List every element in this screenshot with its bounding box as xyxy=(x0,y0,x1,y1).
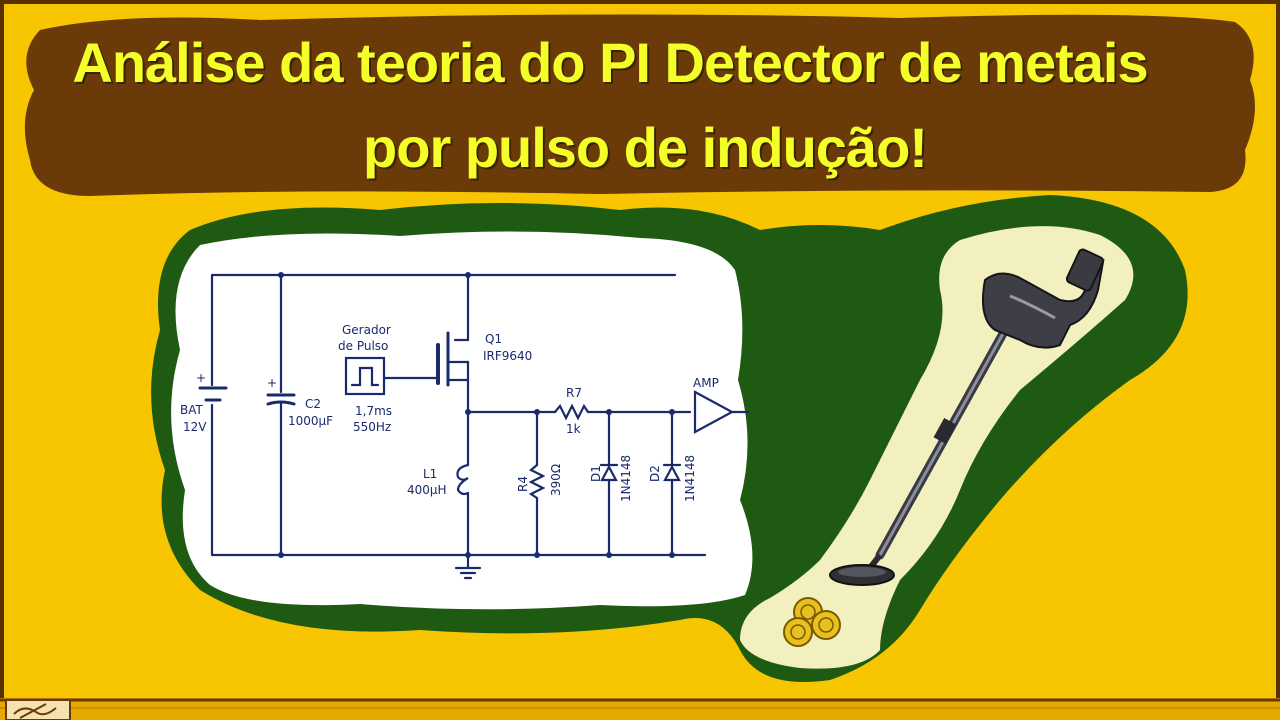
gen-time: 1,7ms xyxy=(355,404,392,418)
d2-label: D2 xyxy=(648,465,662,482)
schematic-panel xyxy=(171,231,753,610)
amp-label: AMP xyxy=(693,376,719,390)
r4-label: R4 xyxy=(516,476,530,492)
inductor-l1 xyxy=(456,463,470,496)
q1-label: Q1 xyxy=(485,332,502,346)
pulse-generator xyxy=(344,356,386,396)
pencil-icon xyxy=(5,699,71,720)
bat-label: BAT xyxy=(180,403,204,417)
gen-label-1: Gerador xyxy=(342,323,391,337)
c2-value: 1000μF xyxy=(288,414,333,428)
metal-detector-icon xyxy=(829,248,1105,586)
l1-label: L1 xyxy=(423,467,437,481)
l1-value: 400μH xyxy=(407,483,447,497)
c2-label: C2 xyxy=(305,397,321,411)
bottom-strip xyxy=(0,698,1280,720)
schematic xyxy=(198,273,750,580)
d1-label: D1 xyxy=(589,465,603,482)
junction-dots xyxy=(278,272,675,558)
gen-freq: 550Hz xyxy=(353,420,391,434)
r7-value: 1k xyxy=(566,422,581,436)
bat-value: 12V xyxy=(183,420,207,434)
coins-icon xyxy=(783,597,841,647)
bat-plus: + xyxy=(196,371,206,385)
r7-label: R7 xyxy=(566,386,582,400)
gen-label-2: de Pulso xyxy=(338,339,388,353)
c2-plus: + xyxy=(267,376,277,390)
q1-value: IRF9640 xyxy=(483,349,532,363)
title-line-1: Análise da teoria do PI Detector de meta… xyxy=(72,31,1148,94)
d2-value: 1N4148 xyxy=(683,455,697,502)
title-banner xyxy=(24,14,1255,197)
title-line-2: por pulso de indução! xyxy=(363,116,928,179)
r4-value: 390Ω xyxy=(549,464,563,496)
d1-value: 1N4148 xyxy=(619,455,633,502)
amplifier xyxy=(693,390,735,434)
resistor-r4 xyxy=(528,463,546,500)
resistor-r7 xyxy=(553,403,590,421)
